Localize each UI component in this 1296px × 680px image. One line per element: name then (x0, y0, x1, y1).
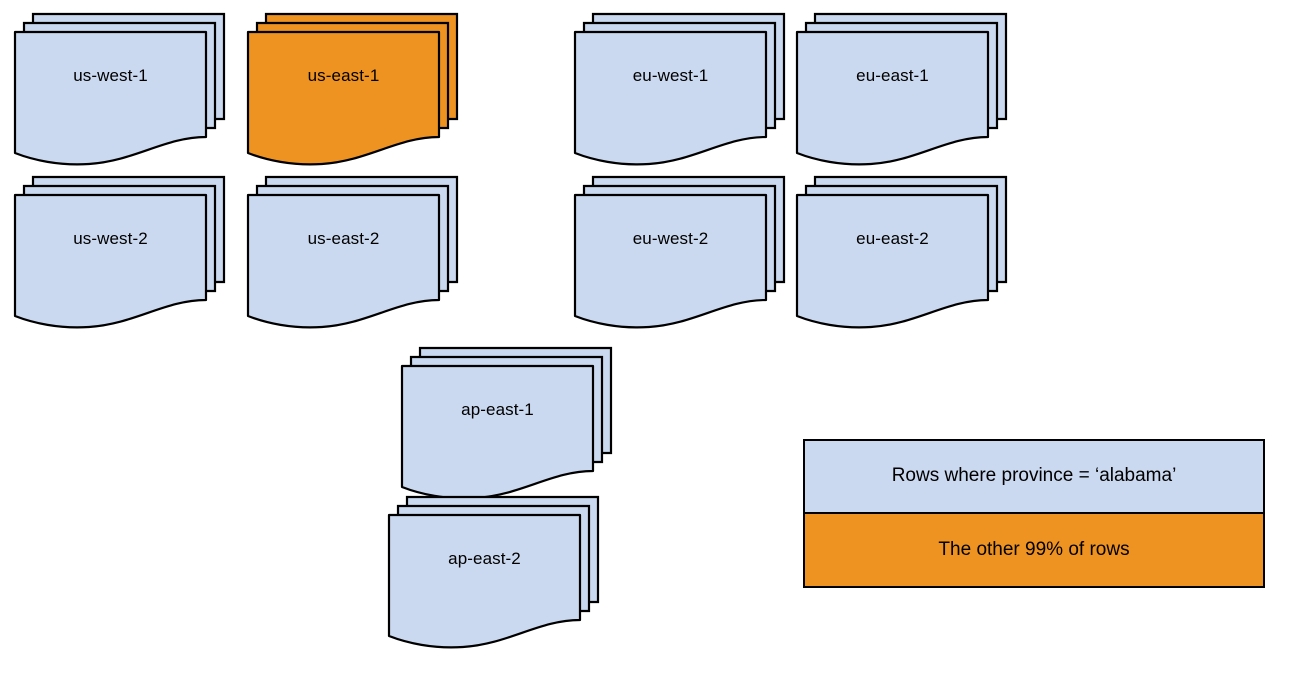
legend-label-other-rows: The other 99% of rows (938, 538, 1130, 560)
document-sheet-front (573, 30, 768, 166)
legend-item-alabama-rows: Rows where province = ‘alabama’ (805, 441, 1263, 514)
document-sheet-front (573, 193, 768, 329)
document-stack-shape (573, 175, 786, 329)
document-stack-shape (13, 12, 226, 166)
document-stack-shape (246, 175, 459, 329)
document-sheet-front (246, 193, 441, 329)
document-stack-ap-east-2[interactable]: ap-east-2 (387, 495, 600, 654)
legend-item-other-rows: The other 99% of rows (805, 513, 1263, 586)
document-sheet-front (795, 30, 990, 166)
document-stack-us-east-1[interactable]: us-east-1 (246, 12, 459, 171)
document-stack-us-west-1[interactable]: us-west-1 (13, 12, 226, 171)
document-stack-ap-east-1[interactable]: ap-east-1 (400, 346, 613, 505)
document-stack-shape (13, 175, 226, 329)
document-sheet-front (246, 30, 441, 166)
document-stack-shape (573, 12, 786, 166)
document-stack-shape (795, 175, 1008, 329)
document-stack-eu-west-1[interactable]: eu-west-1 (573, 12, 786, 171)
legend-label-alabama-rows: Rows where province = ‘alabama’ (891, 465, 1177, 487)
document-stack-eu-east-2[interactable]: eu-east-2 (795, 175, 1008, 334)
legend: Rows where province = ‘alabama’ The othe… (803, 439, 1265, 588)
document-sheet-front (13, 30, 208, 166)
document-stack-shape (246, 12, 459, 166)
document-sheet-front (400, 364, 595, 500)
document-stack-shape (795, 12, 1008, 166)
document-stack-us-west-2[interactable]: us-west-2 (13, 175, 226, 334)
document-stack-shape (387, 495, 600, 649)
document-stack-us-east-2[interactable]: us-east-2 (246, 175, 459, 334)
document-sheet-front (387, 513, 582, 649)
document-sheet-front (795, 193, 990, 329)
document-stack-eu-west-2[interactable]: eu-west-2 (573, 175, 786, 334)
document-stack-shape (400, 346, 613, 500)
document-sheet-front (13, 193, 208, 329)
document-stack-eu-east-1[interactable]: eu-east-1 (795, 12, 1008, 171)
